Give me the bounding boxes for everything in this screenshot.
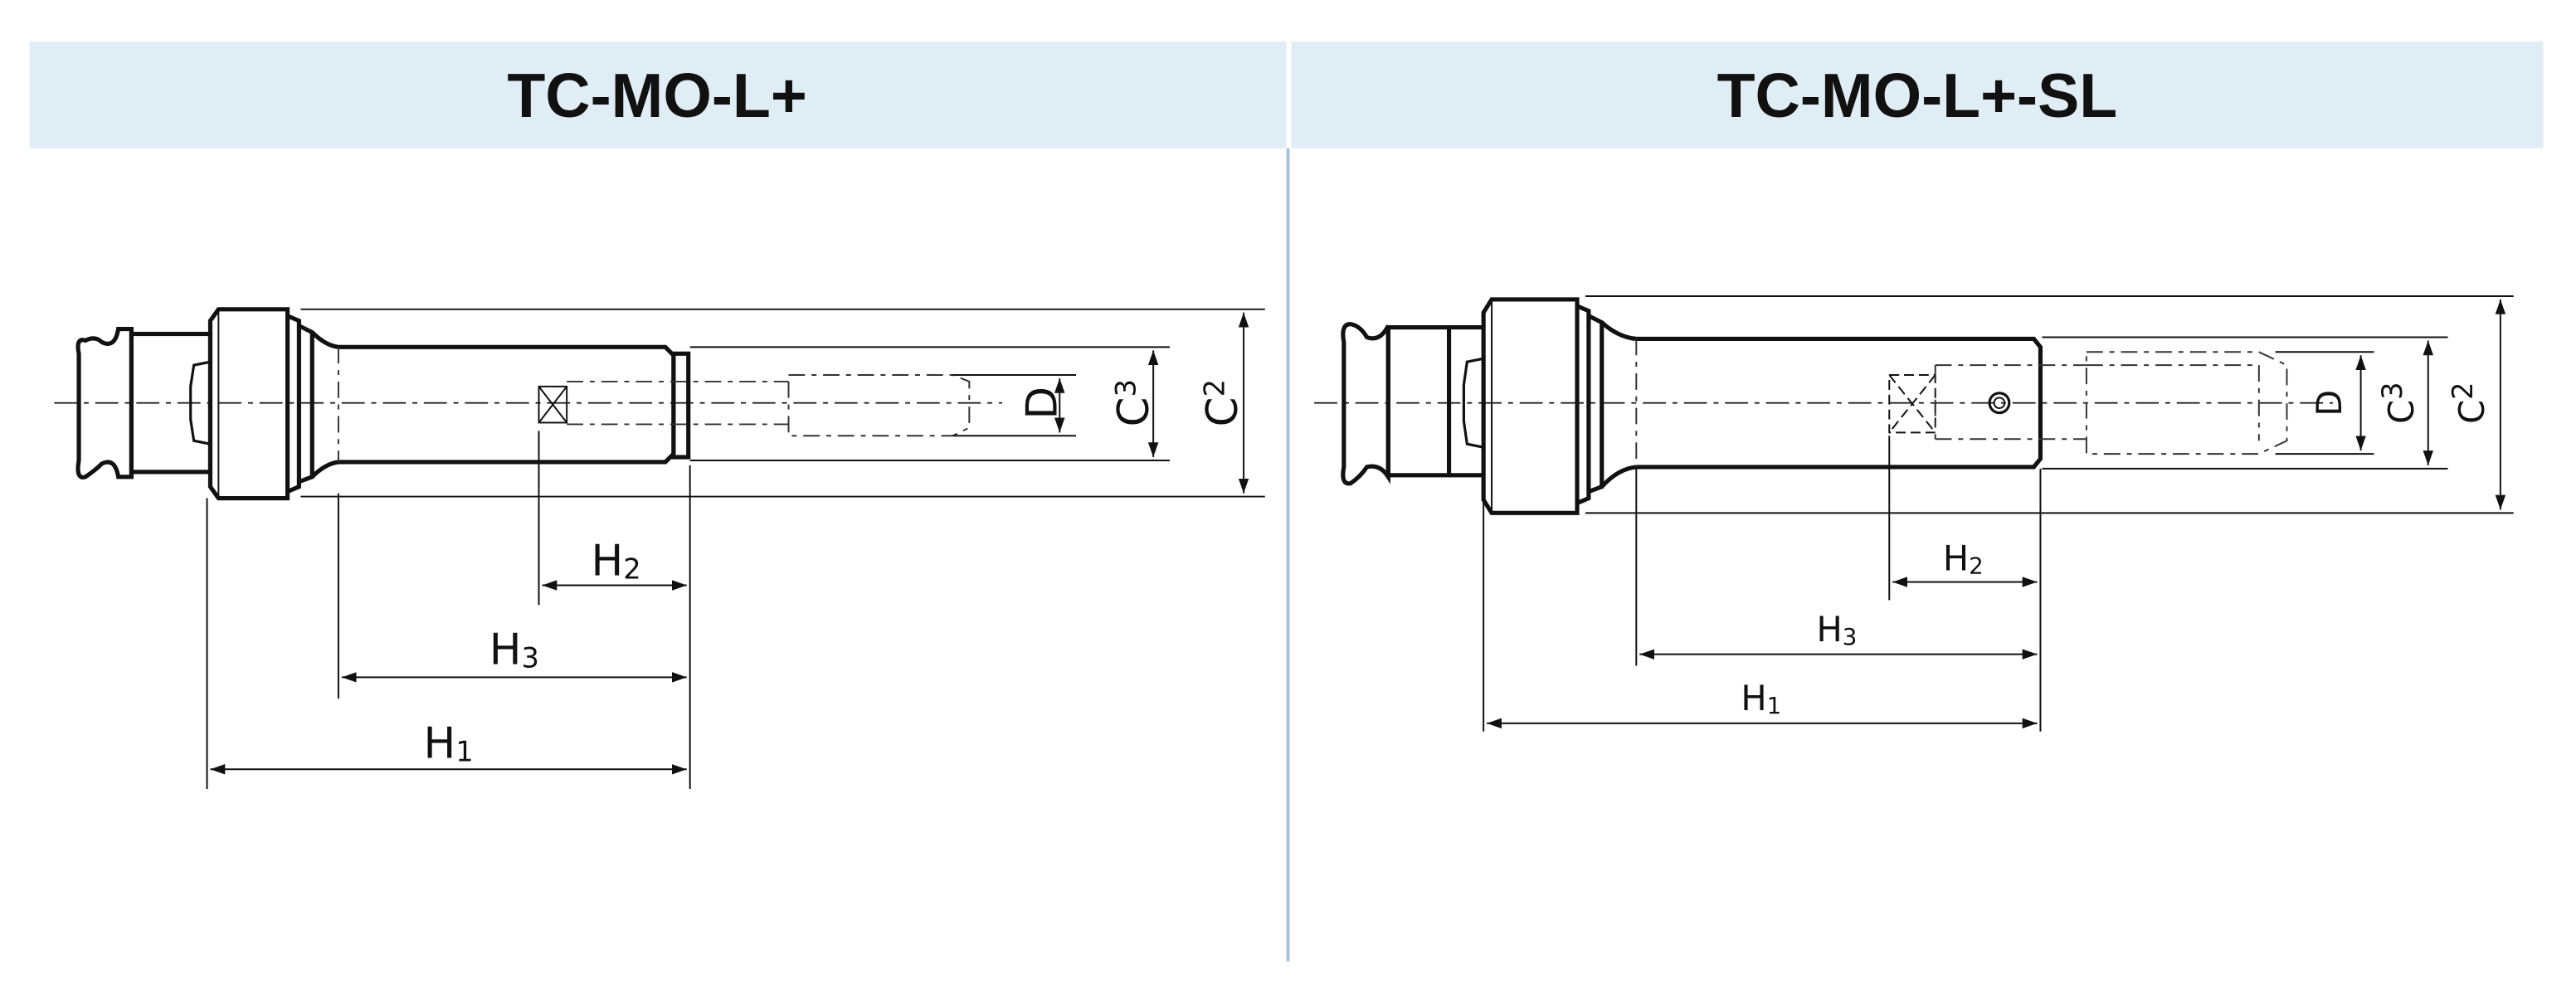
label-h2: H2 <box>592 537 641 587</box>
shaft <box>1600 320 2043 489</box>
label-h3: H3 <box>1816 609 1857 650</box>
grip-end <box>1341 322 1390 486</box>
label-c3: C3 <box>1109 379 1159 426</box>
bore-hidden <box>567 380 789 426</box>
end-cap <box>671 351 691 460</box>
label-c3: C3 <box>2376 382 2422 423</box>
shaft <box>310 330 676 479</box>
label-h1: H1 <box>1741 678 1781 719</box>
square-drive <box>1888 374 1936 434</box>
grip-end <box>75 327 134 480</box>
set-screw-icon <box>1988 392 2011 415</box>
flange-rings <box>286 314 314 494</box>
header-left <box>29 41 1287 149</box>
square-drive <box>538 385 568 424</box>
label-h3: H3 <box>489 626 539 675</box>
flange-rings <box>1576 304 1605 505</box>
square-cross <box>538 386 567 424</box>
panel-title-right: TC-MO-L+-SL <box>1717 61 2118 130</box>
label-c2: C2 <box>2447 382 2492 423</box>
tool-holder-drawing-right: D C3 C2 H2 H3 H1 <box>1314 295 2514 732</box>
label-h1: H1 <box>424 718 474 768</box>
header-right <box>1291 41 2544 149</box>
label-c2: C2 <box>1198 379 1248 426</box>
body-groove <box>1462 357 1484 449</box>
label-d: D <box>2309 390 2350 416</box>
body-groove <box>189 360 211 446</box>
tool-holder-drawing-left: D C3 C2 H2 H3 H1 <box>54 307 1265 790</box>
bore-hidden <box>1934 364 2087 441</box>
panel-title-left: TC-MO-L+ <box>507 61 806 130</box>
body <box>1385 325 1452 478</box>
label-d: D <box>1017 387 1067 420</box>
tap-hidden <box>787 374 971 437</box>
tap-hidden <box>2085 351 2288 455</box>
label-h2: H2 <box>1943 538 1984 580</box>
flange-collar <box>1481 297 1580 515</box>
